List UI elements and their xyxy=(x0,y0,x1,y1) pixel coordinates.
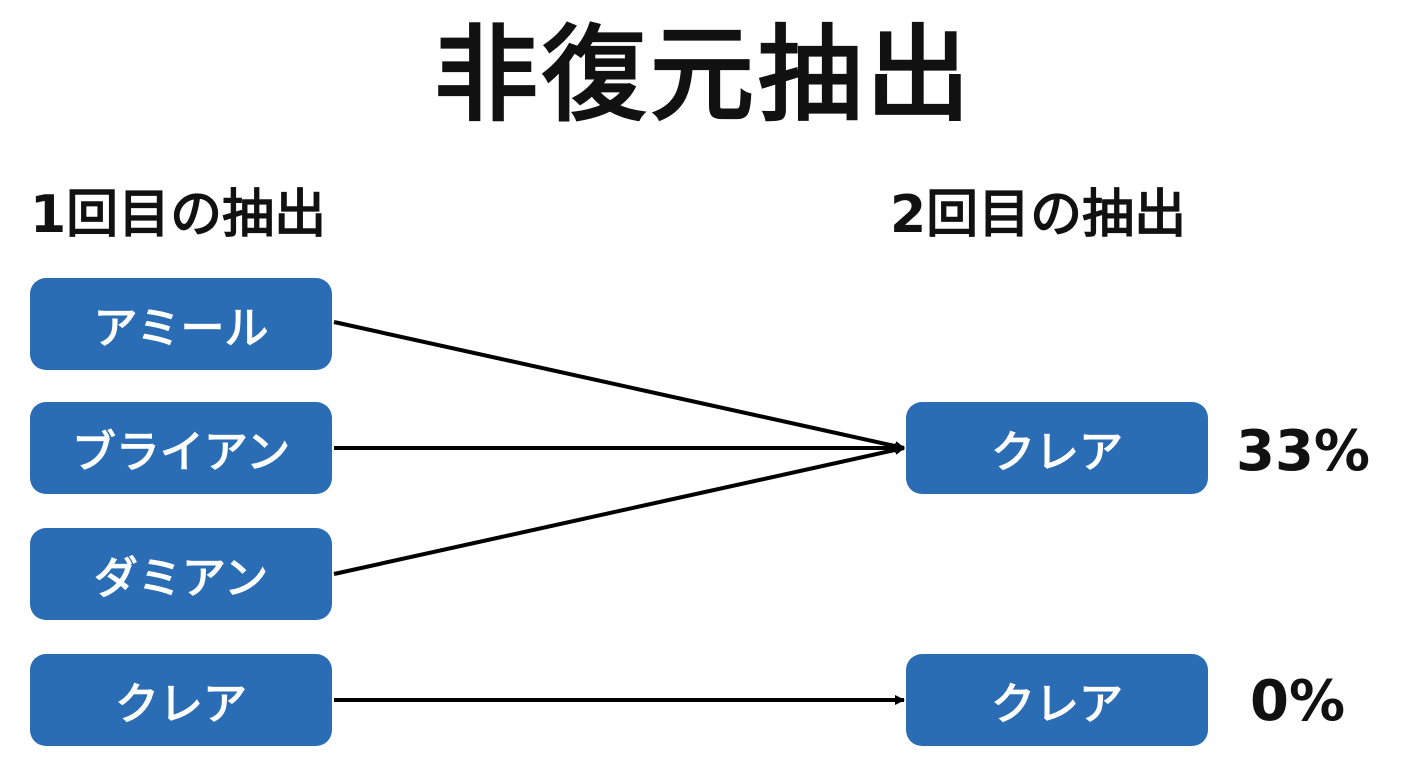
node-label: ブライアン xyxy=(71,427,291,478)
first-draw-node-claire: クレア xyxy=(30,654,332,746)
arrow-amir-to-claire xyxy=(333,320,905,451)
node-label: クレア xyxy=(991,427,1123,478)
node-label: クレア xyxy=(115,679,247,730)
node-label: ダミアン xyxy=(93,553,269,604)
first-draw-node-damian: ダミアン xyxy=(30,528,332,620)
first-draw-node-brian: ブライアン xyxy=(30,402,332,494)
second-draw-node-claire-1: クレア xyxy=(906,402,1208,494)
page-title: 非復元抽出 xyxy=(433,14,974,136)
node-label: アミール xyxy=(93,303,269,354)
probability-label-1: 33% xyxy=(1236,419,1371,484)
first-draw-node-amir: アミール xyxy=(30,278,332,370)
node-label: クレア xyxy=(991,679,1123,730)
second-draw-heading: 2回目の抽出 xyxy=(890,185,1187,245)
first-draw-heading: 1回目の抽出 xyxy=(30,185,327,245)
arrow-damian-to-claire xyxy=(333,445,905,576)
probability-label-2: 0% xyxy=(1250,669,1346,734)
second-draw-node-claire-2: クレア xyxy=(906,654,1208,746)
